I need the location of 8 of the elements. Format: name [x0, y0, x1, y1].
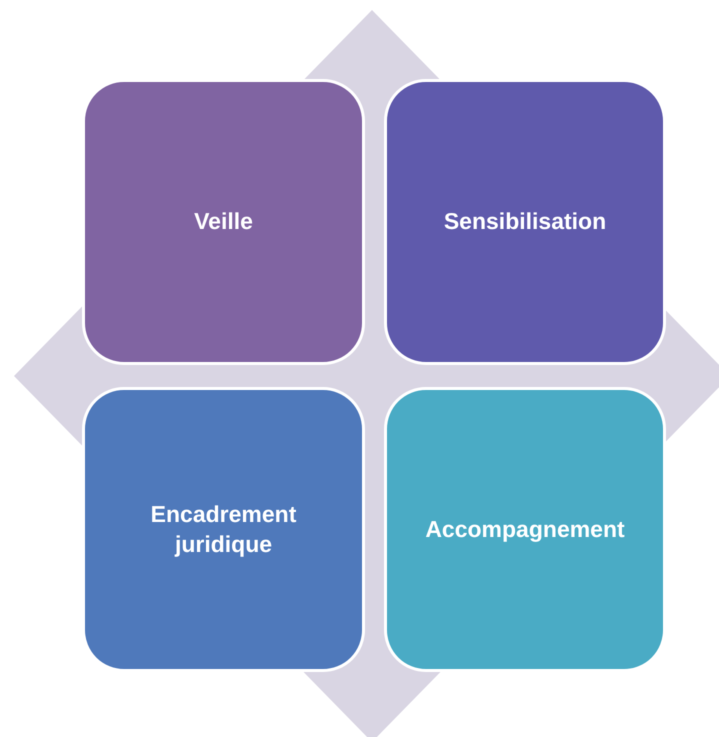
rounded-tile	[384, 79, 666, 365]
tile-label: Encadrement juridique	[150, 500, 298, 559]
rounded-tile	[82, 79, 365, 365]
tile-label: Veille	[194, 207, 253, 236]
tile-label: Accompagnement	[425, 514, 625, 544]
rounded-tile	[82, 387, 365, 672]
tile-label: Sensibilisation	[444, 207, 606, 236]
rounded-tile	[384, 387, 666, 672]
